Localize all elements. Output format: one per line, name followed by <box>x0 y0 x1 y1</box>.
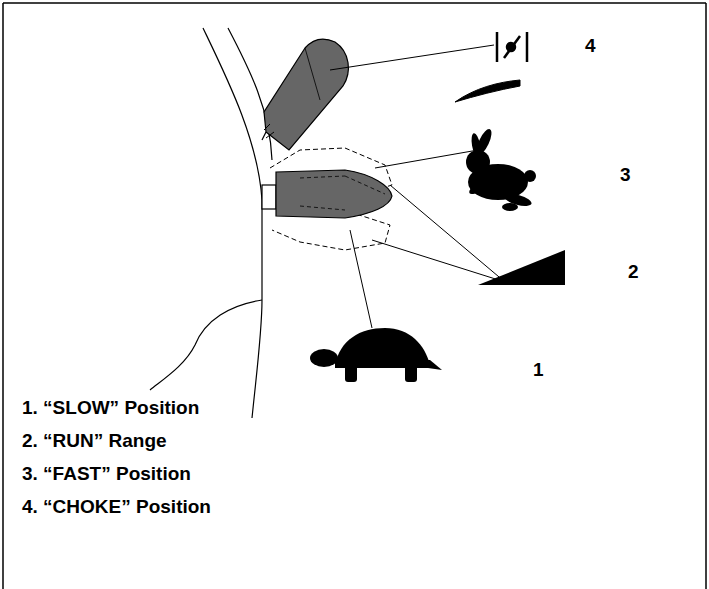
turtle-symbol <box>310 328 442 382</box>
key-item: 4. “CHOKE” Position <box>22 497 211 518</box>
callout-number: 3 <box>620 165 631 186</box>
frame <box>3 3 706 589</box>
handle-outline <box>150 28 272 418</box>
leader-lines <box>330 45 505 328</box>
rabbit-symbol <box>466 127 536 211</box>
key-item: 2. “RUN” Range <box>22 431 167 452</box>
callout-number: 4 <box>585 36 596 57</box>
key-item: 1. “SLOW” Position <box>22 398 199 419</box>
callout-number: 1 <box>533 360 544 381</box>
callout-number: 2 <box>628 262 639 283</box>
choke-symbol <box>455 32 527 102</box>
lever-ghost-positions <box>270 148 392 250</box>
run-lever <box>262 170 392 218</box>
choke-lever <box>262 39 348 150</box>
wedge-symbol <box>478 250 565 285</box>
key-item: 3. “FAST” Position <box>22 464 191 485</box>
